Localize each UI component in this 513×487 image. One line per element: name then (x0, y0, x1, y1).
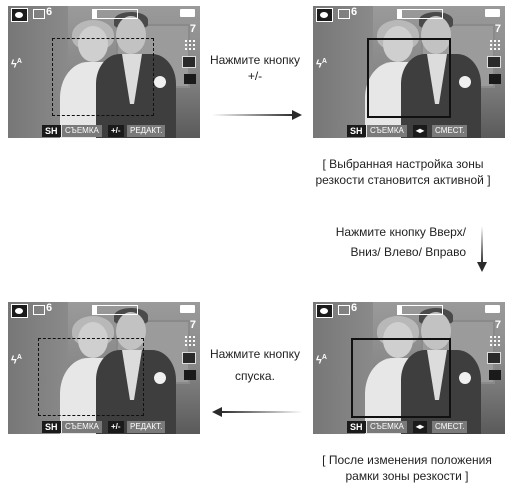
photo-preview (313, 302, 505, 434)
photo-preview (8, 6, 200, 138)
memory-card-icon (338, 9, 350, 19)
shutter-key-label: SH (347, 125, 366, 137)
camera-mode-icon (11, 304, 28, 318)
note-after-move: [ После изменения положения рамки зоны р… (322, 453, 492, 483)
focus-frame-active (367, 38, 451, 118)
battery-icon (180, 9, 195, 17)
focus-frame-active (351, 338, 451, 418)
shoot-label: СЪЕМКА (367, 125, 407, 137)
metering-icon (487, 352, 501, 364)
white-balance-icon (489, 74, 501, 84)
arrow-right-head (292, 110, 302, 120)
status-bar (397, 9, 443, 19)
quality-icon (184, 39, 196, 50)
memory-card-icon (338, 305, 350, 315)
status-bar (397, 305, 443, 315)
arrow-down-head (477, 262, 487, 272)
arrow-left-head (212, 407, 222, 417)
edit-key: +/- (108, 125, 124, 137)
camera-mode-icon (316, 304, 333, 318)
metering-icon (182, 56, 196, 68)
move-label: СМЕСТ. (432, 421, 468, 433)
arrow-down (481, 226, 483, 264)
battery-icon (485, 305, 500, 313)
camera-mode-icon (316, 8, 333, 22)
memory-card-icon (33, 305, 45, 315)
shots-remaining: 6 (351, 6, 358, 18)
resolution-indicator: 7 (494, 23, 501, 35)
quality-icon (489, 335, 501, 346)
shots-remaining: 6 (46, 302, 53, 314)
shutter-key-label: SH (42, 421, 61, 433)
edit-label: РЕДАКТ. (127, 421, 166, 433)
white-balance-icon (184, 370, 196, 380)
flash-auto-icon: ϟA (316, 354, 327, 367)
resolution-indicator: 7 (189, 23, 196, 35)
flash-auto-icon: ϟA (316, 58, 327, 71)
resolution-indicator: 7 (494, 319, 501, 331)
metering-icon (487, 56, 501, 68)
quality-icon (489, 39, 501, 50)
move-key: ◂▸ (413, 125, 428, 137)
resolution-indicator: 7 (189, 319, 196, 331)
shutter-key-label: SH (42, 125, 61, 137)
note-focus-active: [ Выбранная настройка зоны резкости стан… (315, 157, 491, 187)
photo-preview (8, 302, 200, 434)
camera-screen-2: 6 7 ϟA SH СЪЕМКА ◂▸ СМЕСТ. (313, 6, 505, 138)
status-bar (92, 305, 138, 315)
shoot-label: СЪЕМКА (62, 125, 102, 137)
white-balance-icon (184, 74, 196, 84)
memory-card-icon (33, 9, 45, 19)
move-label: СМЕСТ. (432, 125, 468, 137)
camera-screen-1: 6 7 ϟA SH СЪЕМКА +/- РЕДАКТ. (8, 6, 200, 138)
arrow-left (221, 411, 303, 413)
camera-screen-3: 6 7 ϟA SH СЪЕМКА +/- РЕДАКТ. (8, 302, 200, 434)
camera-screen-4: 6 7 ϟA SH СЪЕМКА ◂▸ СМЕСТ. (313, 302, 505, 434)
edit-key: +/- (108, 421, 124, 433)
instruction-press-direction: Нажмите кнопку Вверх/ Вниз/ Влево/ Вправ… (335, 225, 466, 259)
battery-icon (180, 305, 195, 313)
flash-auto-icon: ϟA (11, 354, 22, 367)
shoot-label: СЪЕМКА (367, 421, 407, 433)
shots-remaining: 6 (46, 6, 53, 18)
shutter-key-label: SH (347, 421, 366, 433)
instruction-press-plusminus: Нажмите кнопку +/- (209, 53, 301, 83)
quality-icon (184, 335, 196, 346)
shots-remaining: 6 (351, 302, 358, 314)
focus-frame (38, 338, 144, 416)
battery-icon (485, 9, 500, 17)
metering-icon (182, 352, 196, 364)
status-bar (92, 9, 138, 19)
focus-frame (52, 38, 154, 116)
camera-mode-icon (11, 8, 28, 22)
shoot-label: СЪЕМКА (62, 421, 102, 433)
flash-auto-icon: ϟA (11, 58, 22, 71)
edit-label: РЕДАКТ. (127, 125, 166, 137)
arrow-right (212, 114, 294, 116)
white-balance-icon (489, 370, 501, 380)
instruction-press-shutter: Нажмите кнопку спуска. (209, 347, 301, 383)
move-key: ◂▸ (413, 421, 428, 433)
